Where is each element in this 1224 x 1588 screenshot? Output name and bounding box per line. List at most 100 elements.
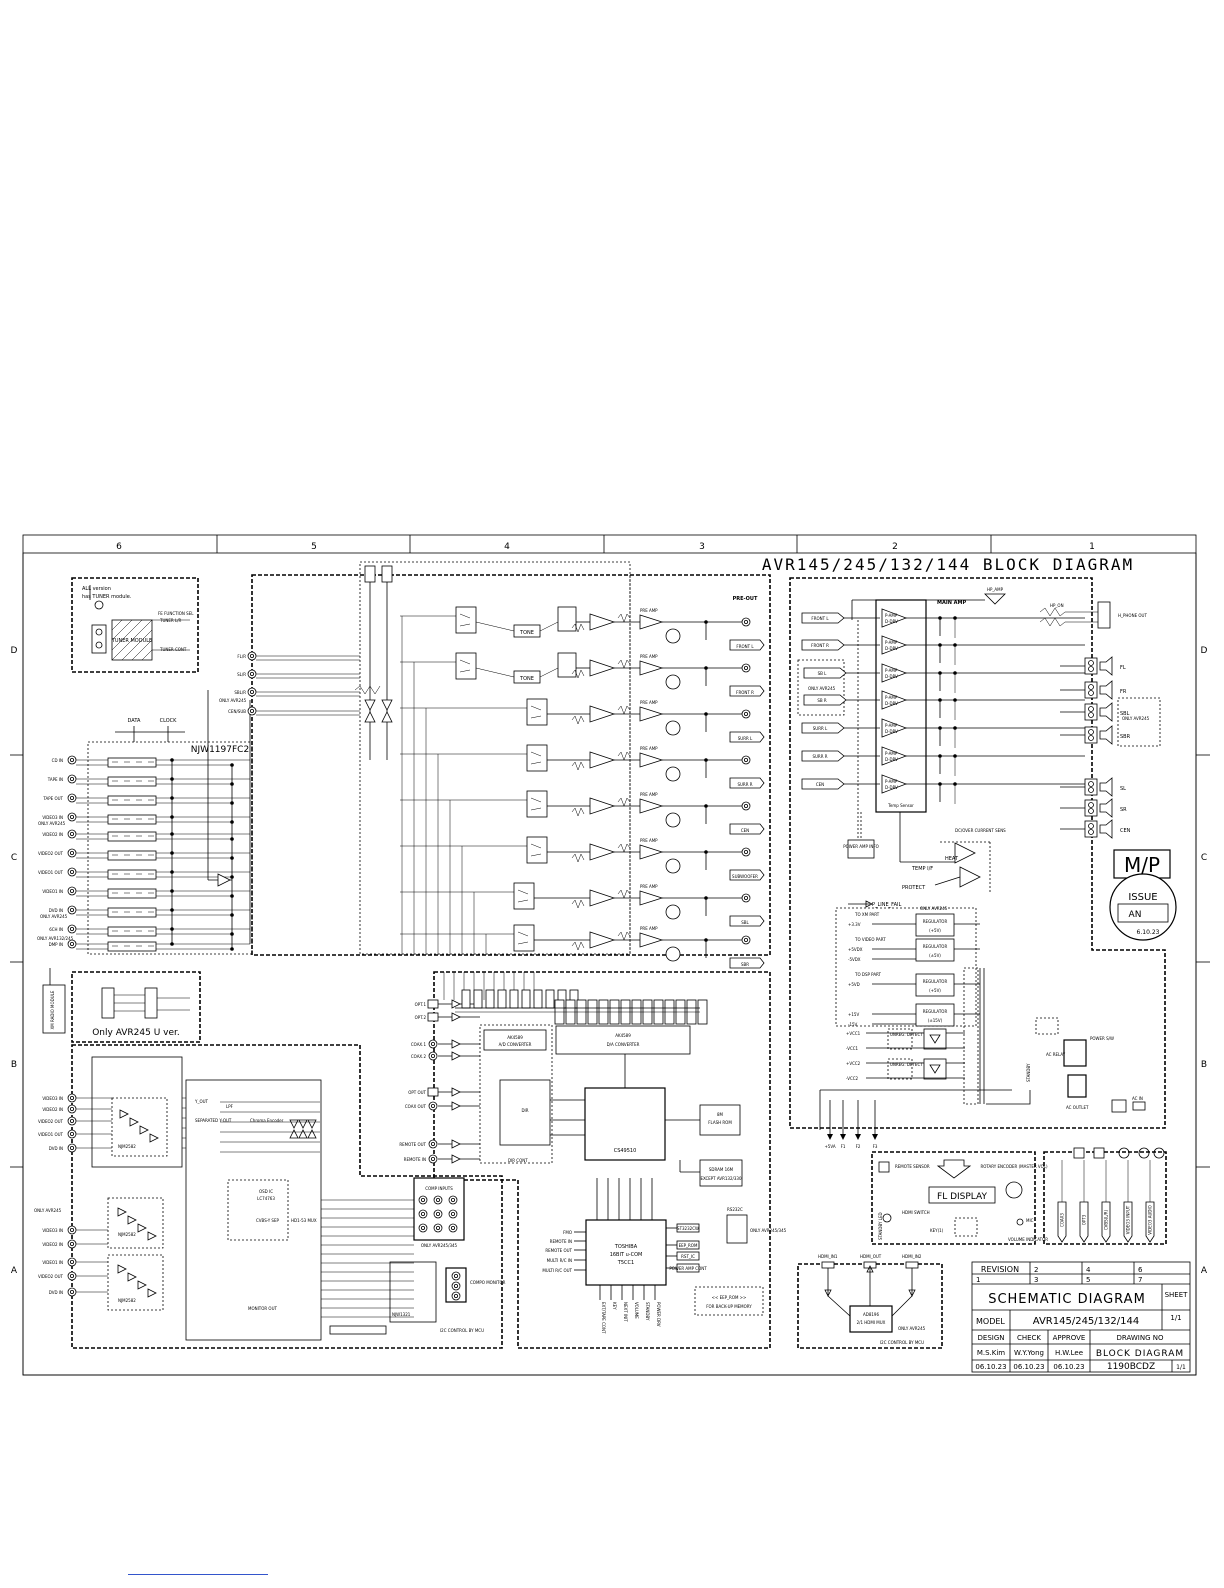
analog-switch	[107, 907, 157, 918]
power-rail-label: F2	[856, 1144, 861, 1149]
preout-channel-label: SBR	[741, 962, 749, 967]
preout-jack	[741, 847, 751, 857]
power-voltage-label: +3.3V	[848, 922, 861, 927]
input-rca-jack	[70, 870, 75, 875]
preout-jack	[744, 804, 749, 809]
tuner-section: ALL version has TUNER module. TUNER MODU…	[71, 577, 199, 673]
video-rca-jack	[70, 1242, 75, 1247]
video-rca-jack	[70, 1119, 75, 1124]
component-jack	[420, 1198, 425, 1203]
digital-io-label: OPT.2	[415, 1015, 427, 1020]
temp-sensor-label: Temp Sensor	[887, 803, 914, 808]
preout-jack	[741, 709, 751, 719]
mixer-region	[354, 561, 631, 955]
video-rca-jack	[67, 1116, 77, 1126]
vcc-label: +VCC1	[846, 1031, 861, 1036]
input-note: ONLY AVR132/245	[37, 936, 74, 941]
rear-jack-label: VIDEO3 AUDIO	[1148, 1205, 1153, 1235]
input-rca-jack	[67, 774, 77, 784]
video-rca-jack	[67, 1225, 77, 1235]
power-amp-stage	[881, 718, 908, 738]
input-rca-jack	[67, 867, 77, 877]
component-jack	[418, 1195, 428, 1205]
main-amp-section: MAIN AMP Temp Sensor ONLY AVR245 POWER A…	[789, 577, 1166, 1129]
model-label: MODEL	[976, 1317, 1005, 1326]
analog-switch	[107, 831, 157, 842]
component-monitor-jack	[451, 1271, 461, 1281]
dir-cont-label: DIR CONT	[508, 1158, 528, 1163]
main-amp-input-tag	[801, 750, 845, 762]
heat-label: HEAT	[945, 856, 959, 862]
preout-tag	[729, 823, 765, 835]
tuner-module-label: TUNER MODULE	[111, 638, 152, 644]
terminal-post	[1088, 781, 1094, 787]
front-input-label: FL/R	[237, 654, 246, 659]
component-jack	[433, 1209, 443, 1219]
tuner-lr-label: TUNER L/R	[159, 618, 182, 623]
main-amp-input-tag	[801, 722, 845, 734]
main-amp-input-label: FRONT L	[811, 616, 829, 621]
input-rca-jack	[70, 889, 75, 894]
speaker-label: CEN	[1120, 828, 1131, 834]
volume-resistor	[571, 761, 585, 771]
front-input-jack	[247, 687, 257, 697]
overcurrent-label: DC/OVER CURRENT SENS	[955, 828, 1006, 833]
pre-amp-label: PRE AMP	[640, 654, 658, 659]
issue-label: ISSUE	[1128, 892, 1157, 903]
input-selector-section: NJW1197FC2 DATA CLOCK	[87, 574, 771, 956]
component-monitor-jack	[453, 1274, 458, 1279]
regulator-value: (+5V)	[929, 988, 941, 993]
micom-left-label: MULTI R/C OUT	[542, 1268, 572, 1273]
micom-right-label: EEP_ROM	[679, 1243, 698, 1248]
design-date: 06.10.23	[975, 1363, 1006, 1371]
hdmi-only-label: ONLY AVR245	[898, 1326, 926, 1331]
analog-switch	[107, 757, 157, 768]
dir-label: DIR	[521, 1108, 528, 1113]
stage-label: P-AMP	[885, 668, 898, 673]
buffer-amp	[217, 873, 231, 887]
rev-num: 7	[1138, 1276, 1142, 1284]
wire	[530, 715, 542, 719]
power-rail-label: +5VA	[824, 1144, 835, 1149]
volume-op-amp	[589, 931, 616, 949]
v3-note: ONLY AVR245	[34, 1208, 62, 1213]
video-buffer	[127, 1215, 137, 1225]
power-rail-label: F3	[873, 1144, 878, 1149]
bus-buffer	[473, 989, 483, 1009]
bus-buffer	[533, 989, 543, 1009]
front-input-jack	[247, 706, 257, 716]
stage-label: D-DRV	[885, 729, 898, 734]
wire	[539, 667, 559, 678]
output-resistor	[617, 613, 631, 623]
pre-amp	[639, 614, 664, 630]
rs232-label: RS232C	[727, 1207, 743, 1212]
mute-transistor	[665, 720, 681, 736]
input-note: ONLY AVR245	[38, 821, 66, 826]
regulator-value: (±5V)	[929, 953, 941, 958]
optical-connector	[427, 999, 439, 1009]
video-rca-jack	[70, 1274, 75, 1279]
check-date: 06.10.23	[1013, 1363, 1044, 1371]
video-input-label: VIDEO3 IN	[42, 1096, 63, 1101]
pre-amp	[639, 890, 664, 906]
row-label: C	[11, 853, 17, 863]
video-input-label: DVD IN	[49, 1146, 63, 1151]
micom-section: TOSHIBA 16BIT u-COM T5CC1 RS232C ONLY AV…	[585, 1207, 787, 1316]
title-block: REVISION 2 4 6 1 3 5 7 SCHEMATIC DIAGRAM…	[971, 1261, 1191, 1373]
component-monitor-jack	[453, 1284, 458, 1289]
input-rca-jack	[70, 942, 75, 947]
volume-op-amp	[589, 705, 616, 723]
pline-label: P_LINE_FAIL	[872, 902, 901, 908]
analog-switch	[107, 941, 157, 952]
preout-channel-label: SBL	[741, 920, 749, 925]
hdmi-switch-label: HDMI SWITCH	[902, 1210, 930, 1215]
micom-bottom-label: NEXT INIT	[623, 1302, 628, 1322]
power-note: ONLY AVR245	[920, 906, 948, 911]
rear-jack-tag	[1079, 1201, 1089, 1243]
pre-amp	[639, 752, 664, 768]
coax-jack	[428, 1051, 438, 1061]
micom-left-label: FMO	[563, 1230, 572, 1235]
input-jack-label: VIDEO3 IN	[42, 815, 63, 820]
preout-channel-label: CEN	[741, 828, 749, 833]
